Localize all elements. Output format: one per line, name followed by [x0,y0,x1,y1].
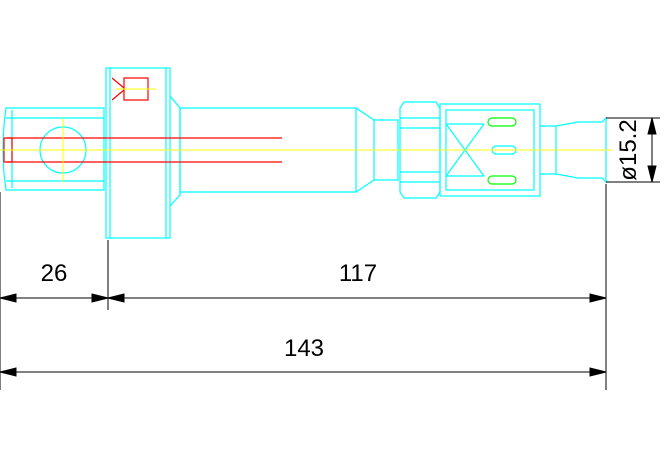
part-outline [2,67,607,239]
slot-marks [487,117,517,185]
left-shank [2,107,105,191]
slot-bottom [487,175,517,185]
dim-text-26: 26 [41,260,68,287]
flange-collar [105,67,171,239]
centerlines [0,88,612,182]
dimension-lines [0,117,660,390]
shoulder [169,95,181,207]
section-lines [3,77,282,163]
dim-text-diameter: ø15.2 [615,119,642,180]
dim-text-143: 143 [284,335,324,362]
slot-top [487,117,517,127]
dim-text-117: 117 [339,260,377,287]
